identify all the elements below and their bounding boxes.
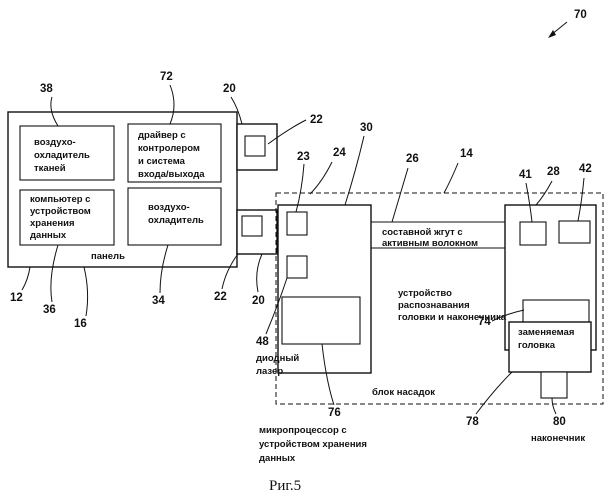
air-cooler-line-1: воздухо- [148, 202, 190, 213]
ref-76: 76 [328, 407, 341, 419]
replaceable-head-line-2: головка [518, 340, 556, 351]
panel-label: панель [91, 251, 125, 262]
ref-14-leader [444, 163, 458, 193]
harness-line-1: составной жгут с [382, 227, 463, 238]
tissue-cooler-line-1: воздухо- [34, 137, 76, 148]
driver-line-2: контролером [138, 143, 200, 154]
ref-48: 48 [256, 336, 269, 348]
recognition-line-1: устройство [398, 288, 452, 299]
figure-number-70: 70 [574, 9, 587, 21]
ref-16: 16 [74, 318, 87, 330]
upper-connector-socket [245, 136, 265, 156]
figure-arrow-head [548, 30, 556, 38]
computer-line-4: данных [30, 230, 67, 241]
microprocessor-line-1: микропроцессор с [259, 425, 347, 436]
recognition-line-2: распознавания [398, 300, 470, 311]
ref-78-leader [476, 372, 512, 414]
microprocessor-line-2: устройством хранения [259, 439, 367, 450]
ref-30-leader [345, 136, 364, 205]
figure-caption: Риг.5 [269, 478, 301, 494]
ref-12: 12 [10, 292, 23, 304]
ref-22-bottom: 22 [214, 291, 227, 303]
ref-72: 72 [160, 71, 173, 83]
ref-24-leader [310, 162, 332, 194]
replaceable-head-line-1: заменяемая [518, 327, 574, 338]
ref-41: 41 [519, 169, 532, 181]
ref-12-leader [22, 267, 30, 290]
nozzle-block-label: блок насадок [372, 387, 435, 398]
ref-34: 34 [152, 295, 165, 307]
diode-laser-line-1: диодный [256, 353, 299, 364]
ref-24: 24 [333, 147, 346, 159]
air-cooler-line-2: охладитель [148, 215, 204, 226]
handpiece-sensor-42 [559, 221, 590, 243]
harness-line-2: активным волокном [382, 238, 478, 249]
tissue-cooler-line-3: тканей [34, 163, 66, 174]
tip-box [541, 372, 567, 398]
microprocessor-block [282, 297, 360, 344]
ref-30: 30 [360, 122, 373, 134]
ref-22-top: 22 [310, 114, 323, 126]
ref-14: 14 [460, 148, 473, 160]
driver-line-3: и система [138, 156, 186, 167]
ref-20-top: 20 [223, 83, 236, 95]
computer-line-1: компьютер с [30, 194, 90, 205]
ref-26-leader [392, 168, 408, 222]
driver-line-4: входа/выхода [138, 169, 205, 180]
ref-80: 80 [553, 416, 566, 428]
ref-28: 28 [547, 166, 560, 178]
lower-connector-socket [242, 216, 262, 236]
ref-16-leader [84, 267, 88, 316]
computer-line-3: хранения [30, 218, 75, 229]
ref-36: 36 [43, 304, 56, 316]
ref-42: 42 [579, 163, 592, 175]
ref-20-bottom: 20 [252, 295, 265, 307]
ref-78: 78 [466, 416, 479, 428]
computer-line-2: устройством [30, 206, 91, 217]
laser-unit-port-upper [287, 212, 307, 235]
diode-laser-line-2: лазер [256, 366, 283, 377]
ref-26: 26 [406, 153, 419, 165]
ref-20-bottom-leader [257, 254, 262, 292]
tip-label: наконечник [531, 433, 585, 444]
driver-line-1: драйвер с [138, 130, 186, 141]
ref-38: 38 [40, 83, 53, 95]
ref-23: 23 [297, 151, 310, 163]
ref-80-leader [552, 398, 556, 414]
ref-74: 74 [478, 316, 491, 328]
microprocessor-line-3: данных [259, 453, 296, 464]
laser-unit-port-lower [287, 256, 307, 278]
handpiece-sensor-41 [520, 222, 546, 245]
tissue-cooler-line-2: охладитель [34, 150, 90, 161]
